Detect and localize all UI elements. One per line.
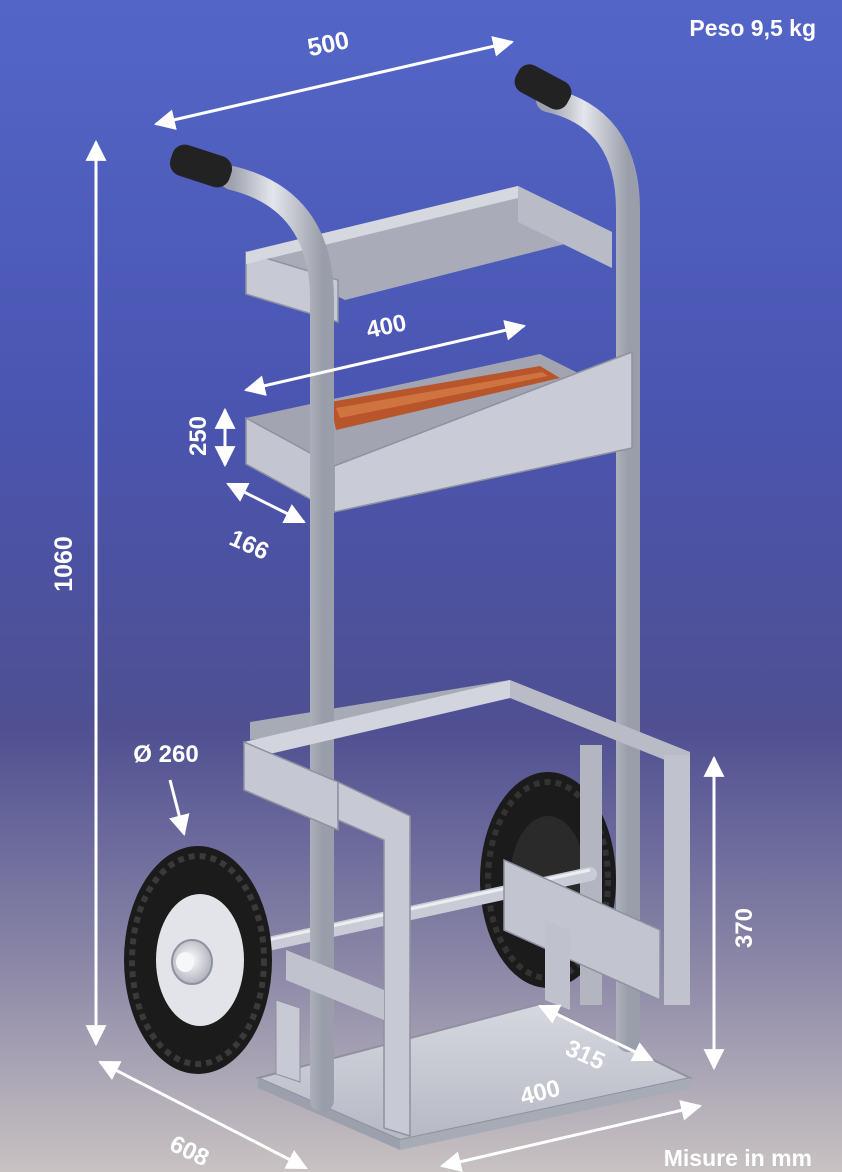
rear-tube — [536, 88, 640, 1052]
weight-label: Peso 9,5 kg — [689, 15, 816, 41]
arrow-wheel-diameter — [168, 779, 190, 837]
arrow-base-depth — [538, 1004, 654, 1062]
arrow-base-width — [439, 1100, 703, 1172]
arrow-overall-depth — [98, 1060, 308, 1170]
label-base-height: 370 — [731, 908, 758, 948]
label-tray-height: 250 — [185, 416, 212, 456]
front-grip-icon — [169, 144, 233, 188]
units-label: Misure in mm — [664, 1145, 812, 1171]
front-wheel — [124, 846, 272, 1074]
label-total-height: 1060 — [50, 536, 78, 592]
arrow-tray-length — [243, 320, 527, 396]
arrow-handle-width — [153, 36, 515, 130]
front-tube — [220, 166, 334, 1112]
label-wheel-diameter: Ø 260 — [133, 741, 198, 768]
dimension-arrows — [85, 36, 725, 1172]
arrow-tray-depth — [226, 482, 306, 524]
rear-grip-icon — [514, 64, 572, 110]
hand-truck — [124, 64, 694, 1150]
